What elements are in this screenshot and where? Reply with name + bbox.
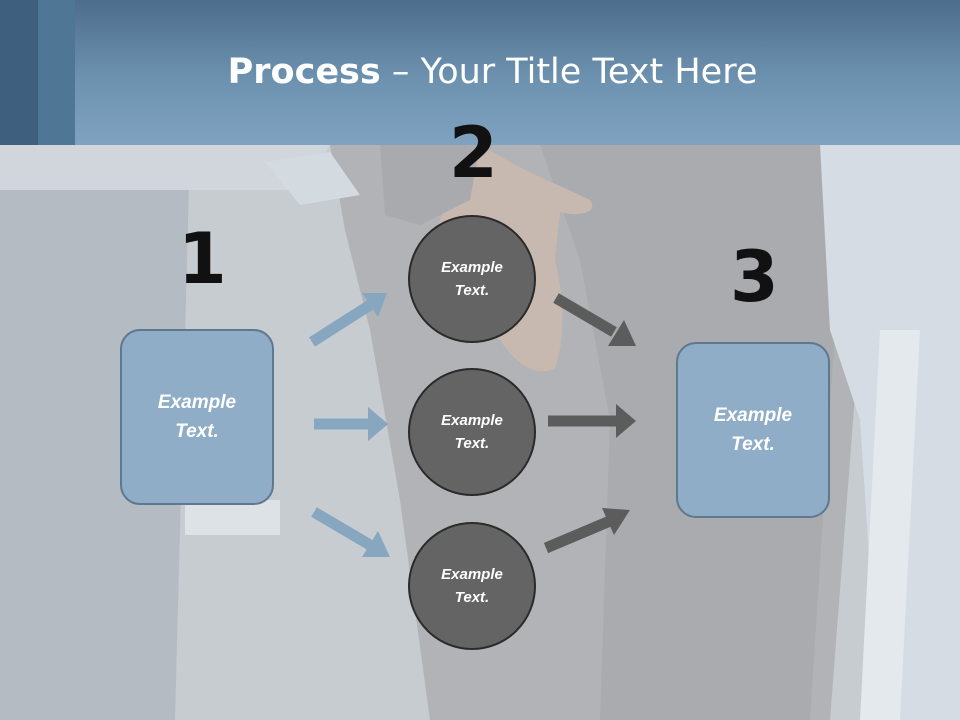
- title-bold: Process: [227, 52, 381, 92]
- step-1-text: Example Text.: [157, 392, 237, 442]
- title-bar-accent: [0, 0, 75, 145]
- title-rest: – Your Title Text Here: [380, 52, 758, 92]
- step-3-box: Example Text.: [676, 342, 830, 518]
- step-2-circle-1: Example Text.: [408, 215, 536, 343]
- step-2-circle-2: Example Text.: [408, 368, 536, 496]
- circle-3-text: Example Text.: [441, 566, 503, 606]
- step-1-box: Example Text.: [120, 329, 274, 505]
- circle-1-text: Example Text.: [441, 259, 503, 299]
- step-number-2: 2: [449, 112, 498, 194]
- step-number-3: 3: [730, 236, 779, 318]
- step-2-circle-3: Example Text.: [408, 522, 536, 650]
- step-3-text: Example Text.: [713, 405, 793, 455]
- step-number-1: 1: [178, 218, 227, 300]
- slide-title: Process – Your Title Text Here: [0, 52, 960, 92]
- circle-2-text: Example Text.: [441, 412, 503, 452]
- title-bar: [0, 0, 960, 145]
